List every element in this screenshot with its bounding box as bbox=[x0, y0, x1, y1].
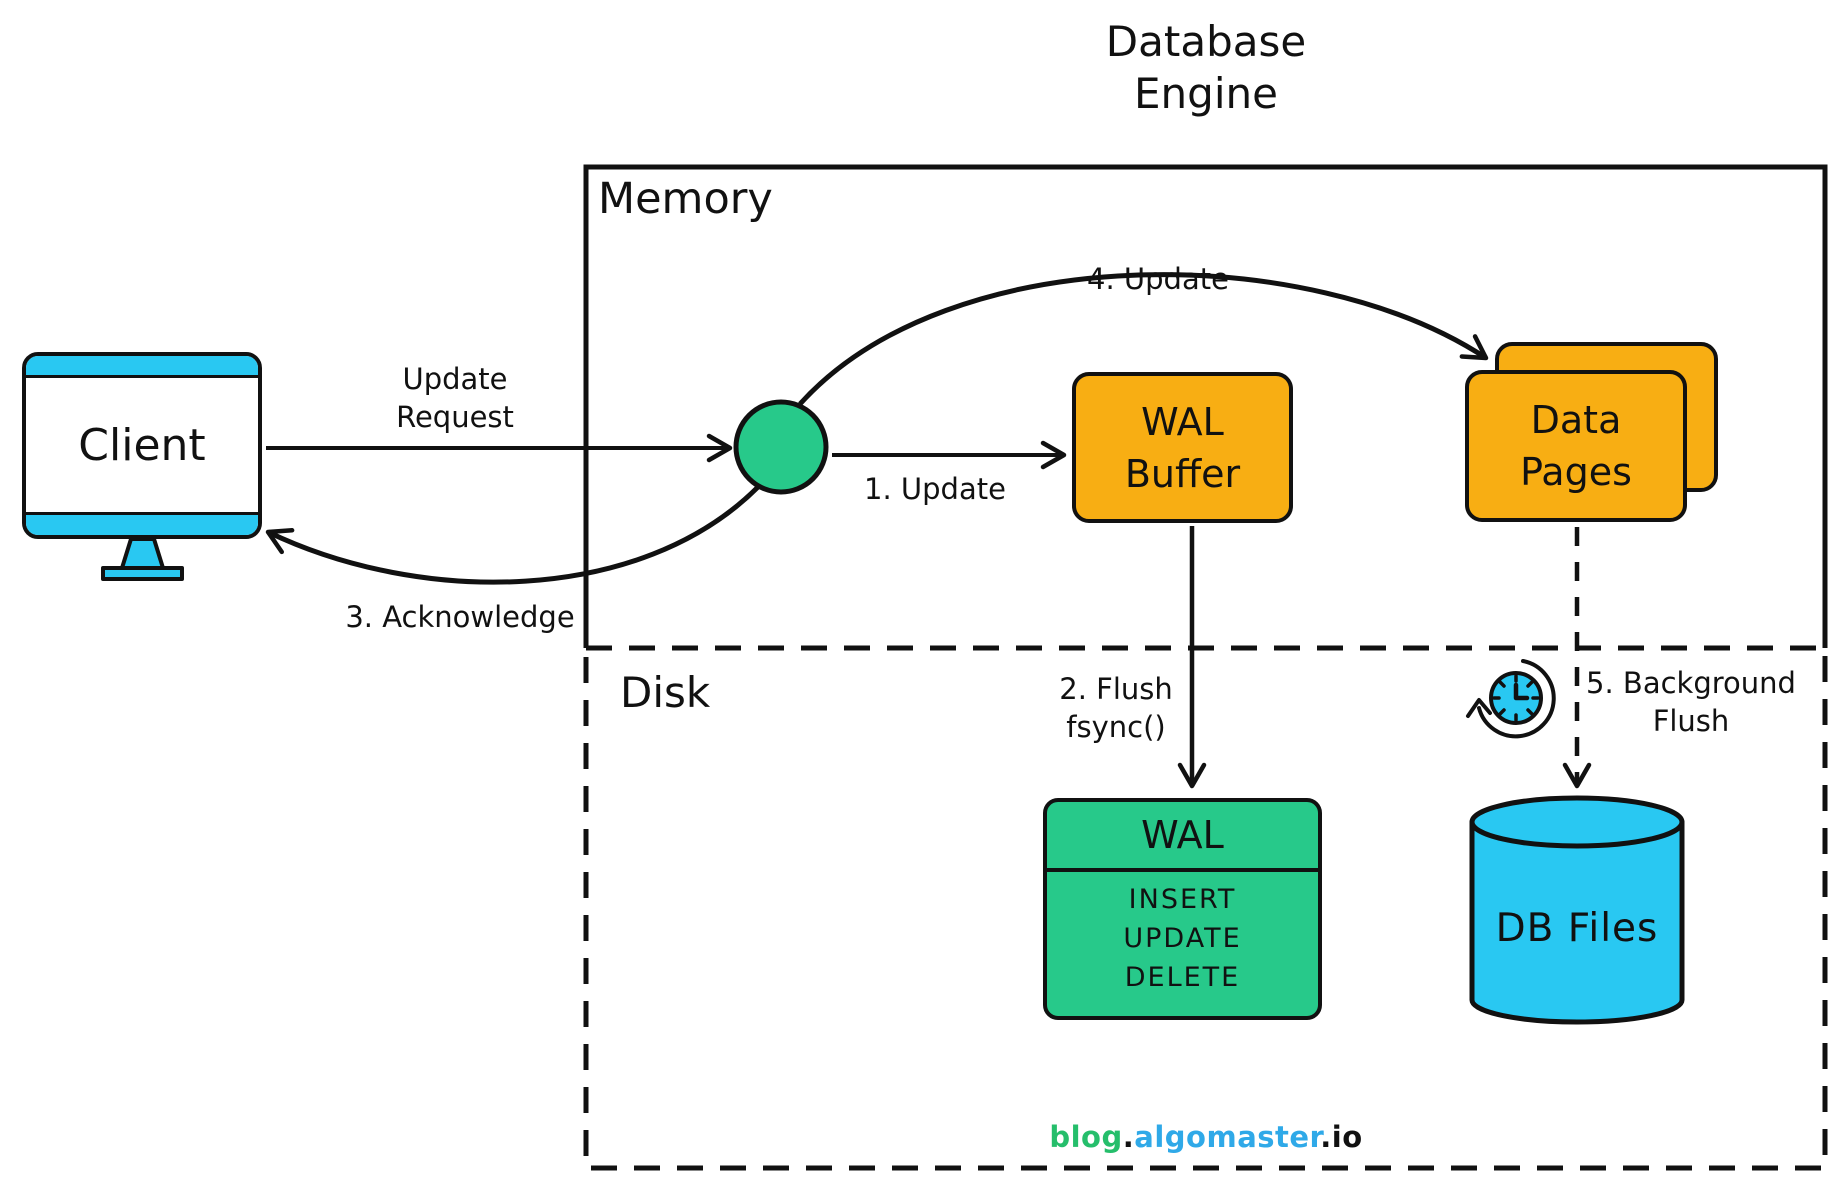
branding-blog: blog bbox=[1049, 1120, 1123, 1154]
memory-region-label: Memory bbox=[598, 174, 773, 224]
step5-label: 5. Background Flush bbox=[1586, 666, 1796, 738]
wal-log-item: DELETE bbox=[1124, 962, 1241, 993]
step1-label: 1. Update bbox=[864, 472, 1006, 506]
wal-log-node: WAL INSERT UPDATE DELETE bbox=[1043, 798, 1322, 1020]
data-pages-node: Data Pages bbox=[1465, 370, 1687, 522]
wal-log-item: INSERT bbox=[1128, 884, 1237, 915]
branding-algomaster: algomaster bbox=[1134, 1120, 1321, 1154]
wal-log-items: INSERT UPDATE DELETE bbox=[1047, 872, 1318, 997]
diagram-title: Database Engine bbox=[1105, 17, 1307, 118]
disk-region-label: Disk bbox=[620, 668, 711, 717]
monitor-stand bbox=[101, 537, 184, 581]
site-branding: blog.algomaster.io bbox=[1025, 1086, 1387, 1154]
client-label: Client bbox=[78, 420, 206, 471]
wal-log-header: WAL bbox=[1047, 802, 1318, 872]
step2-label: 2. Flush fsync() bbox=[1059, 672, 1173, 744]
client-node: Client bbox=[22, 352, 262, 539]
step3-label: 3. Acknowledge bbox=[345, 600, 575, 634]
monitor-top-band bbox=[26, 356, 258, 378]
wal-buffer-node: WAL Buffer bbox=[1072, 372, 1293, 523]
monitor-bottom-band bbox=[26, 512, 258, 535]
step4-label: 4. Update bbox=[1087, 262, 1229, 296]
branding-dot: . bbox=[1320, 1120, 1332, 1154]
wal-log-item: UPDATE bbox=[1123, 923, 1242, 954]
update-request-label: Update Request bbox=[396, 362, 514, 434]
branding-dot: . bbox=[1122, 1120, 1135, 1154]
clock-icon bbox=[1466, 659, 1556, 739]
junction-dot bbox=[733, 399, 829, 495]
arrow-step3-acknowledge bbox=[265, 485, 760, 585]
db-files-label: DB Files bbox=[1495, 906, 1659, 951]
branding-io: io bbox=[1331, 1120, 1363, 1154]
